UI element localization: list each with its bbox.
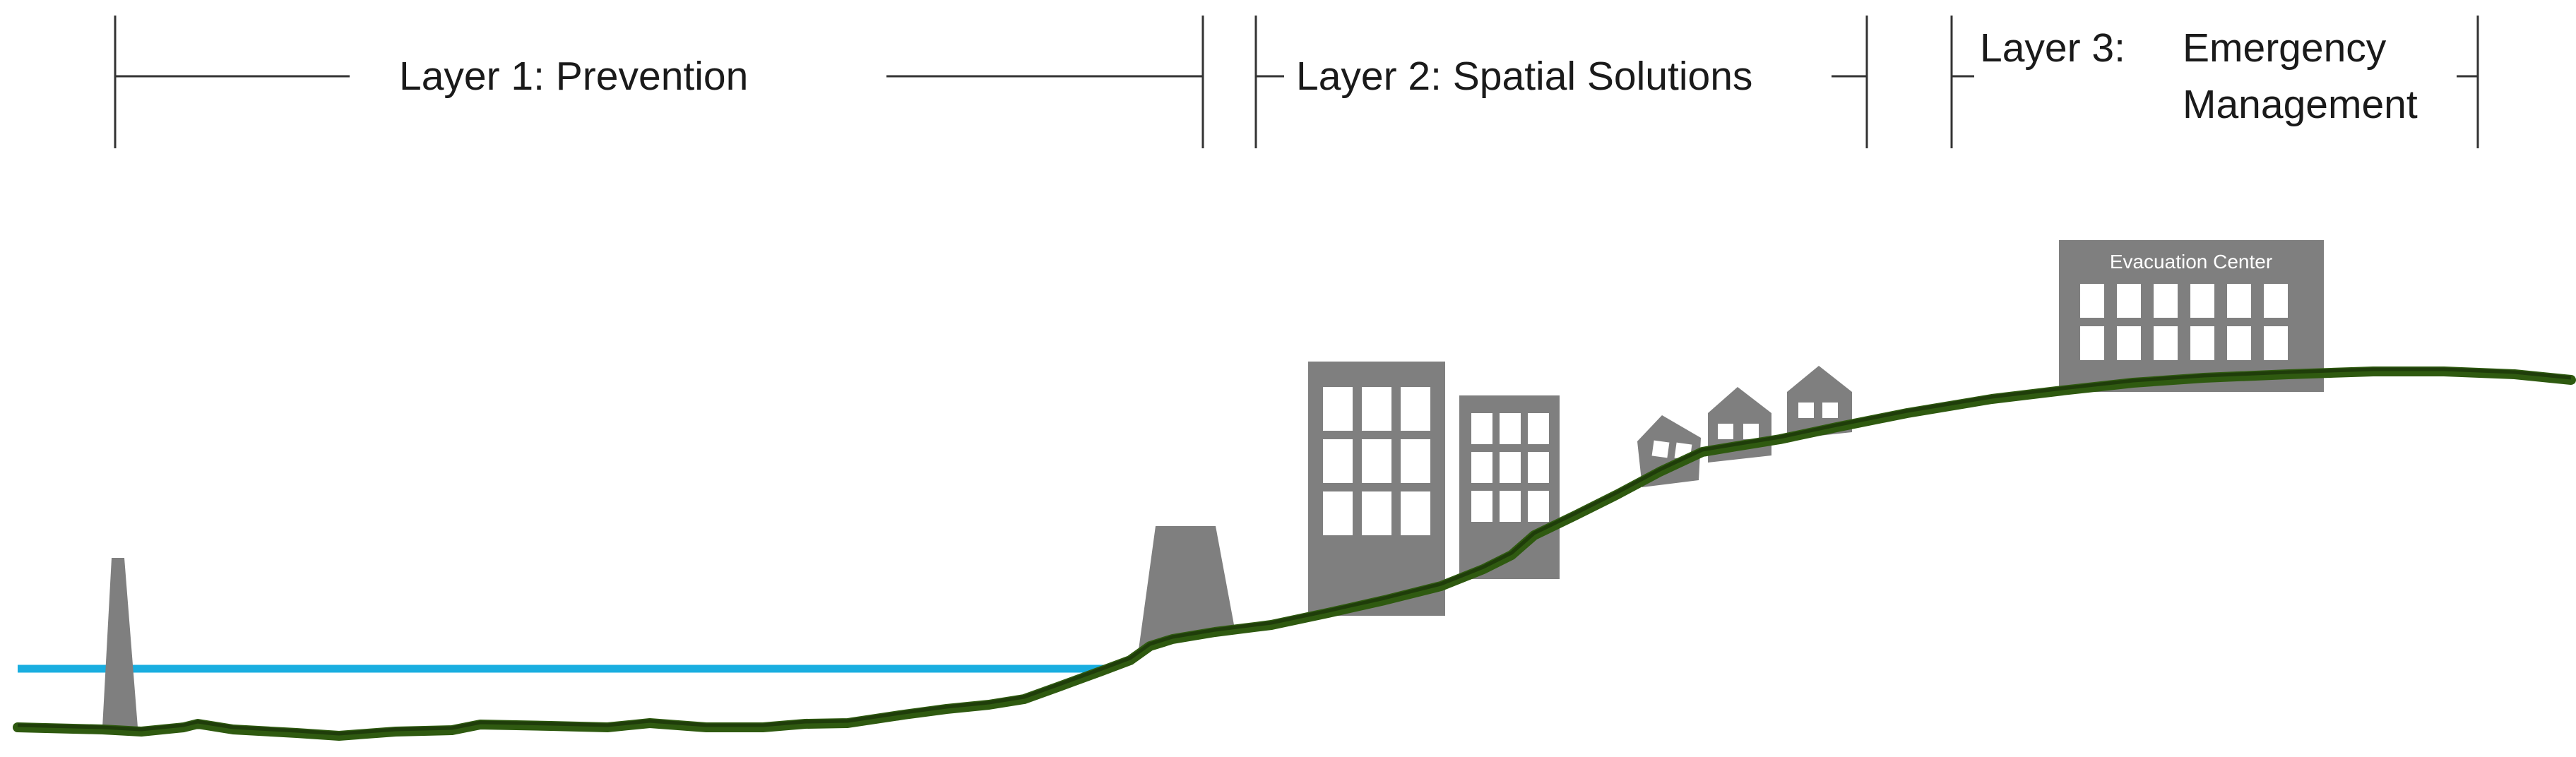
office-building-small-icon	[1459, 395, 1560, 579]
layer-3-subtitle-line2: Management	[2183, 82, 2418, 127]
dike-icon	[1139, 526, 1235, 650]
ground-profile-shadow	[17, 367, 2572, 736]
office-building-icon	[1308, 362, 1445, 616]
layer-3-label: Layer 3:	[1980, 25, 2125, 71]
evacuation-center-label: Evacuation Center	[2110, 251, 2272, 273]
evacuation-center-icon: Evacuation Center	[2059, 240, 2324, 392]
house-icon	[1787, 366, 1852, 439]
ground-profile-line	[13, 366, 2576, 741]
house-icon	[1637, 415, 1701, 487]
layer-3-subtitle-line1: Emergency	[2183, 25, 2387, 71]
layer-brackets	[114, 16, 2479, 148]
breakwater-icon	[102, 558, 138, 727]
layer-1-label: Layer 1: Prevention	[399, 54, 748, 99]
layer-2-label: Layer 2: Spatial Solutions	[1296, 54, 1752, 99]
